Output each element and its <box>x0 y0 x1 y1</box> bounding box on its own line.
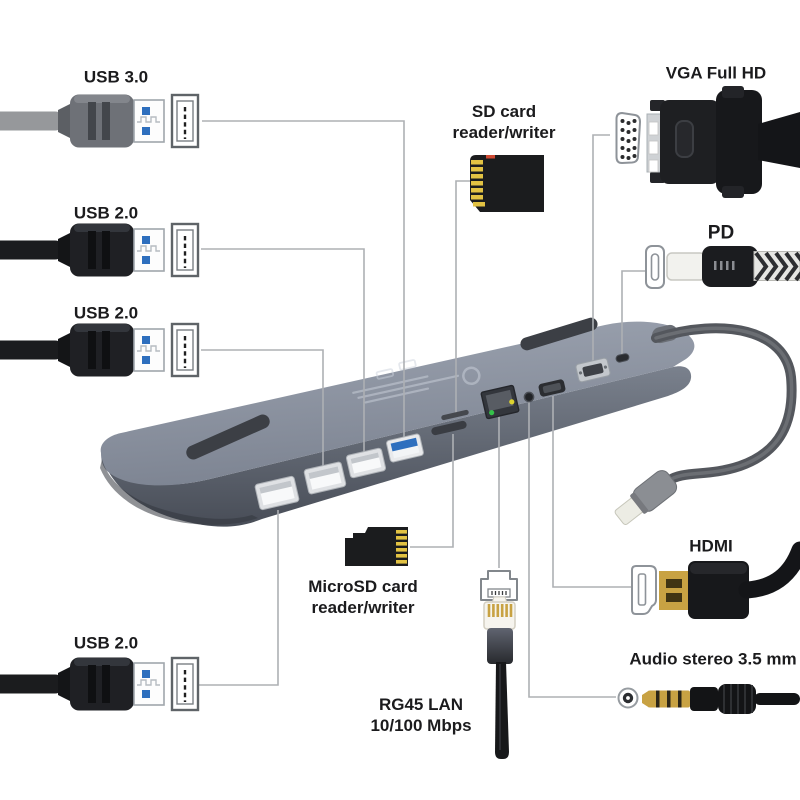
label-hdmi: HDMI <box>689 536 733 556</box>
sd-slot <box>431 420 467 436</box>
hdmi-port <box>538 379 566 397</box>
usb2-plug-icon-top <box>0 222 165 278</box>
callout-microsd <box>410 434 454 548</box>
hub-top-face <box>100 321 695 486</box>
hub-usbc-plug-icon <box>614 470 678 526</box>
hdmi-plug-icon <box>659 541 800 619</box>
label-usb3: USB 3.0 <box>83 67 149 87</box>
audio-jack-hole <box>523 391 535 403</box>
callout-pd <box>621 270 646 354</box>
microsd-slot <box>441 409 469 421</box>
usb-a-port-icon-1 <box>170 93 200 149</box>
usb-a-port-icon-2 <box>170 222 200 278</box>
usb3-plug-icon <box>0 93 165 149</box>
label-pd: PD <box>707 222 735 244</box>
label-microsd-card: MicroSD card reader/writer <box>308 577 418 617</box>
hub-nose-shade <box>100 459 258 525</box>
usb-a-port-icon-4 <box>170 656 200 712</box>
label-vga: VGA Full HD <box>665 63 767 83</box>
usb-a-port-icon-3 <box>170 322 200 378</box>
usb2-port-2 <box>303 461 347 495</box>
usb2-plug-icon-mid <box>0 322 165 378</box>
label-usb2-bottom: USB 2.0 <box>73 633 139 653</box>
vga-port <box>575 357 611 383</box>
label-usb2-top: USB 2.0 <box>73 203 139 223</box>
callout-sd <box>455 180 470 416</box>
brand-logo-icon <box>352 359 481 404</box>
callout-usb2-top <box>201 248 365 456</box>
callout-usb2-mid <box>201 349 324 470</box>
usb-c-plug-icon <box>666 246 800 287</box>
label-audio: Audio stereo 3.5 mm <box>629 649 797 669</box>
hdmi-port-icon <box>631 565 657 615</box>
audio-plug-icon <box>642 684 800 714</box>
rubber-strip-left <box>186 414 270 460</box>
callout-audio <box>528 402 616 698</box>
label-lan: RG45 LAN 10/100 Mbps <box>370 695 472 735</box>
lan-port <box>480 384 520 420</box>
usb2-port-1 <box>254 475 300 511</box>
hub-ports <box>254 353 630 511</box>
hub-usbc-cable <box>614 323 797 526</box>
callout-hdmi <box>552 396 631 588</box>
sd-card-icon <box>470 155 544 212</box>
vga-plug-icon <box>646 86 800 198</box>
label-usb2-mid: USB 2.0 <box>73 303 139 323</box>
usb2-plug-icon-bottom <box>0 656 165 712</box>
rubber-strip-right <box>520 317 598 351</box>
microsd-card-icon <box>345 527 408 566</box>
usbc-host-port <box>615 353 630 363</box>
usb3-port <box>386 433 424 463</box>
usb-c-port-icon <box>645 245 665 289</box>
callout-lines <box>199 120 646 698</box>
vga-port-icon <box>615 111 642 165</box>
callout-usb2-bottom <box>199 510 279 686</box>
rj45-plug-icon <box>483 596 516 759</box>
audio-jack-icon <box>617 687 639 709</box>
callout-usb3 <box>202 120 405 438</box>
callout-vga <box>592 134 610 362</box>
label-sd-card: SD card reader/writer <box>452 102 556 142</box>
usb2-port-3 <box>345 447 387 479</box>
rj45-port-icon <box>480 570 518 601</box>
